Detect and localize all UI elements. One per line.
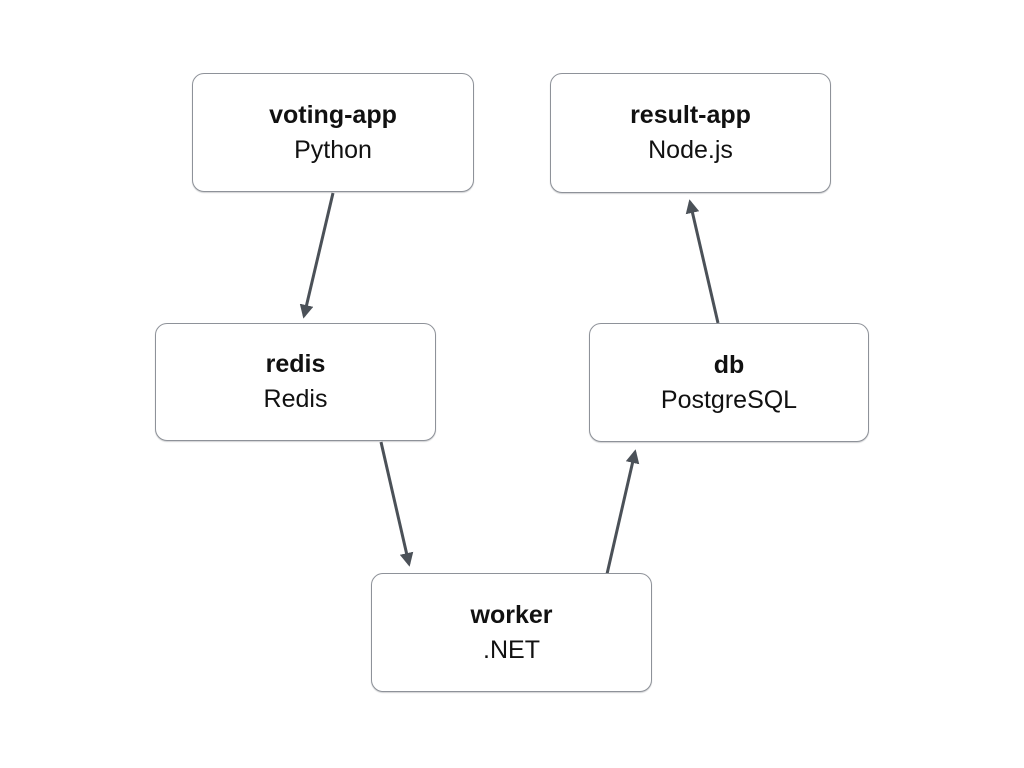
node-voting-app-subtitle: Python — [294, 135, 372, 164]
node-db[interactable]: db PostgreSQL — [589, 323, 869, 442]
edge-redis-to-worker — [379, 441, 414, 567]
edge-db-to-result-app — [685, 199, 720, 324]
node-result-app-subtitle: Node.js — [648, 136, 733, 164]
node-worker-title: worker — [470, 600, 553, 629]
node-result-app-title: result-app — [630, 101, 751, 129]
node-redis[interactable]: redis Redis — [155, 323, 436, 441]
node-redis-subtitle: Redis — [263, 385, 328, 413]
node-result-app[interactable]: result-app Node.js — [550, 73, 831, 193]
node-voting-app[interactable]: voting-app Python — [192, 73, 474, 192]
node-worker-subtitle: .NET — [483, 635, 540, 664]
node-db-subtitle: PostgreSQL — [660, 385, 798, 414]
node-worker[interactable]: worker .NET — [371, 573, 652, 692]
node-db-title: db — [713, 350, 745, 379]
edge-worker-to-db — [605, 449, 640, 575]
node-redis-title: redis — [265, 350, 326, 378]
node-voting-app-title: voting-app — [269, 100, 397, 129]
edge-voting-app-to-redis — [299, 192, 335, 319]
